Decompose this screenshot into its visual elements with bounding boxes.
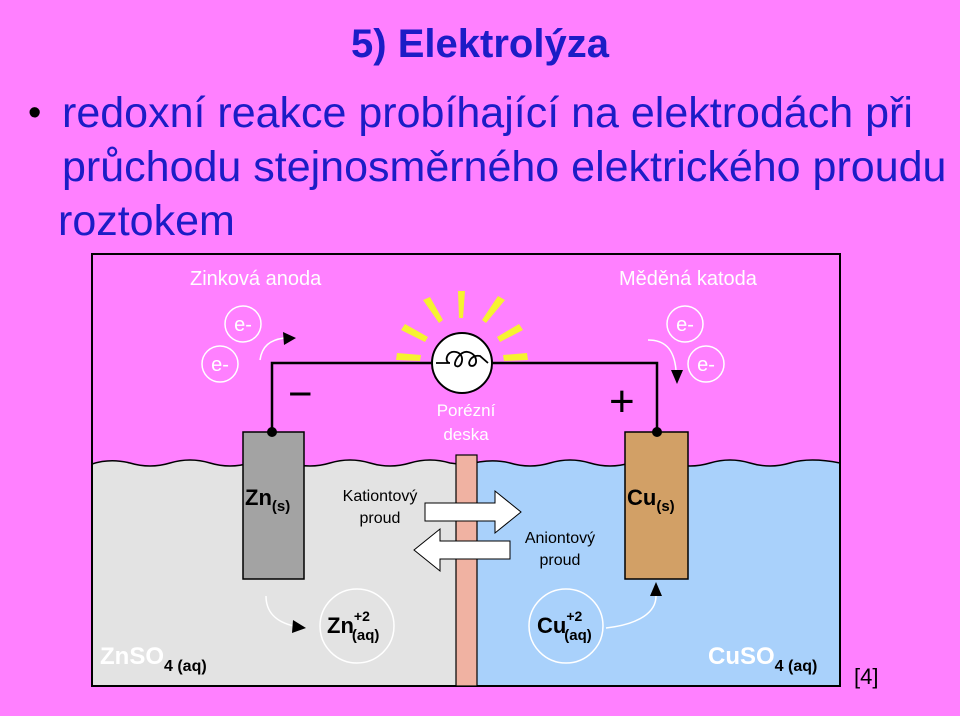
cu-ion-arrow xyxy=(605,595,657,629)
anion-flow-label-line1: Aniontový xyxy=(525,530,595,547)
left-solution-label: ZnSO4 (aq) xyxy=(100,643,207,675)
cu-ion-circle xyxy=(528,588,604,664)
bullet-line-1: redoxní reakce probíhající na elektrodác… xyxy=(62,89,913,137)
bullet-paragraph: • redoxní reakce probíhající na elektrod… xyxy=(28,86,948,248)
bullet-line-2: průchodu stejnosměrného elektrického pro… xyxy=(62,143,947,191)
minus-sign: − xyxy=(288,370,313,417)
anion-flow-arrow xyxy=(413,527,511,573)
zn-electrode-label: Zn(s) xyxy=(245,485,290,515)
anode-label: Zinková anoda xyxy=(190,268,322,290)
wire-right xyxy=(491,361,659,432)
cation-flow-label-line2: proud xyxy=(360,510,401,527)
electron-right-bottom: e- xyxy=(687,345,725,383)
zn-ion-circle xyxy=(319,588,395,664)
zn-ion-label: Zn+2(aq) xyxy=(327,608,379,644)
electron-arrow-right xyxy=(647,339,677,371)
electron-left-bottom: e- xyxy=(201,345,239,383)
zinc-electrode xyxy=(242,431,305,580)
bullet-icon: • xyxy=(28,92,42,134)
svg-text:e-: e- xyxy=(697,354,715,376)
electron-arrow-left xyxy=(259,337,285,361)
svg-text:e-: e- xyxy=(211,354,229,376)
wire-left xyxy=(270,361,433,432)
electron-right-top: e- xyxy=(666,305,704,343)
reference-label: [4] xyxy=(854,664,879,689)
cation-flow-arrow xyxy=(424,489,522,535)
svg-text:e-: e- xyxy=(676,314,694,336)
cathode-label: Měděná katoda xyxy=(619,268,758,290)
anion-flow-label-line2: proud xyxy=(540,552,581,569)
porous-plate-label-line2: deska xyxy=(443,425,489,444)
cu-electrode-label: Cu(s) xyxy=(627,485,675,515)
electron-left-top: e- xyxy=(224,305,262,343)
zn-ion-arrow xyxy=(265,595,295,627)
plus-sign: + xyxy=(609,377,635,426)
cation-flow-label-line1: Kationtový xyxy=(343,488,418,505)
cu-ion-label: Cu+2(aq) xyxy=(537,608,592,644)
porous-plate xyxy=(455,454,478,687)
svg-text:e-: e- xyxy=(234,314,252,336)
light-bulb-icon xyxy=(396,291,528,394)
right-solution-label: CuSO4 (aq) xyxy=(708,643,817,675)
slide-title: 5) Elektrolýza xyxy=(351,22,609,66)
porous-plate-label-line1: Porézní xyxy=(437,401,496,420)
bullet-line-3: roztokem xyxy=(58,197,235,245)
copper-electrode xyxy=(624,431,689,580)
